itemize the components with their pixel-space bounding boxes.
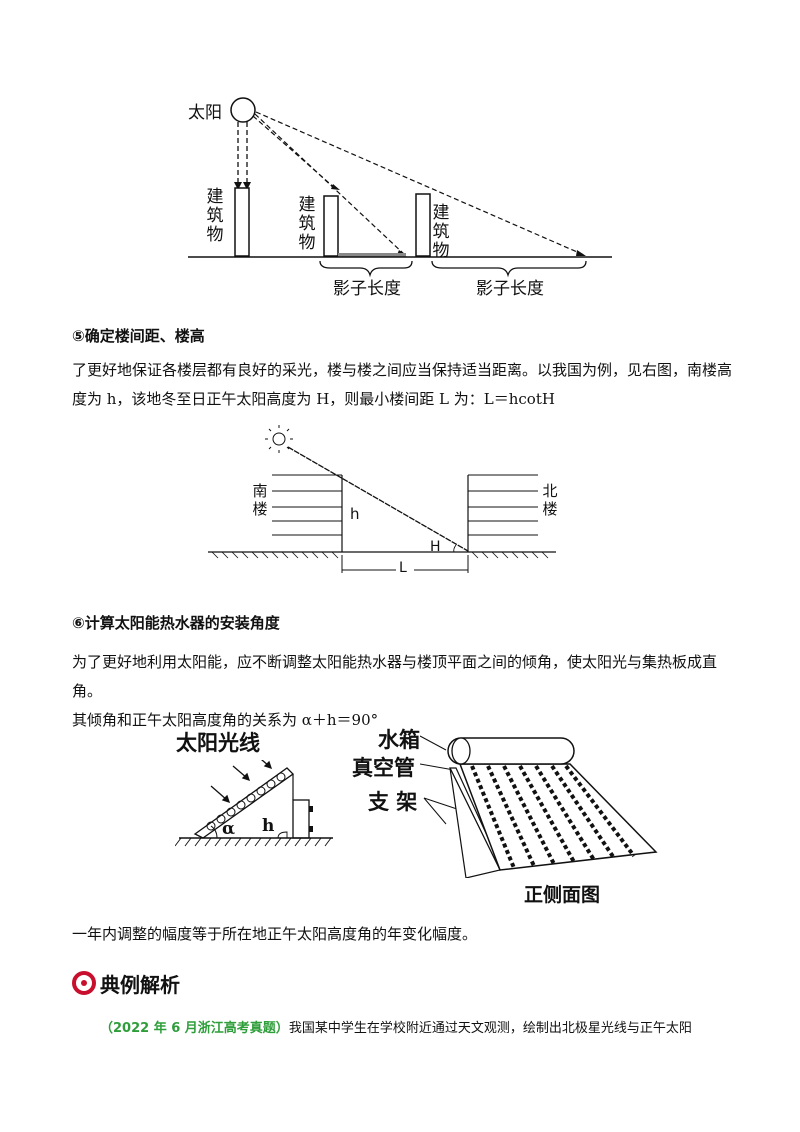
- alpha-label: α: [222, 819, 236, 839]
- shadow-diagram: [188, 97, 612, 278]
- tilt-h-label: h: [262, 816, 275, 836]
- example-text: 我国某中学生在学校附近通过天文观测，绘制出北极星光线与正午太阳: [288, 1021, 692, 1036]
- tank-label: 水箱: [378, 727, 420, 752]
- sunlight-label: 太阳光线: [176, 730, 260, 755]
- building-label-2: 建筑物: [298, 195, 316, 253]
- section6-paragraph: 为了更好地利用太阳能，应不断调整太阳能热水器与楼顶平面之间的倾角，使太阳光与集热…: [72, 648, 732, 735]
- closing-paragraph: 一年内调整的幅度等于所在地正午太阳高度角的年变化幅度。: [72, 925, 478, 943]
- example-body: （2022 年 6 月浙江高考真题）我国某中学生在学校附近通过天文观测，绘制出北…: [100, 1017, 740, 1036]
- sun-icon: [265, 425, 293, 453]
- north-building-label: 北楼: [542, 482, 558, 518]
- south-building-label: 南楼: [252, 482, 268, 518]
- example-source: （2022 年 6 月浙江高考真题）: [100, 1021, 289, 1036]
- shadow-label-2: 影子长度: [476, 279, 544, 299]
- spacing-diagram: [208, 425, 556, 573]
- H-label: H: [430, 539, 441, 555]
- section5-paragraph: 了更好地保证各楼层都有良好的采光，楼与楼之间应当保持适当距离。以我国为例，见右图…: [72, 356, 732, 414]
- sun-label: 太阳: [188, 103, 222, 123]
- tilt-diagram: [175, 760, 333, 847]
- h-label: h: [350, 505, 360, 523]
- section6-line2: 其倾角和正午太阳高度角的关系为 α＋h＝90°: [72, 711, 379, 729]
- section6-heading: ⑥计算太阳能热水器的安装角度: [72, 614, 280, 632]
- section5-heading: ⑤确定楼间距、楼高: [72, 327, 205, 345]
- building-label-1: 建筑物: [206, 187, 224, 245]
- building-label-3: 建筑物: [432, 203, 450, 261]
- tube-label: 真空管: [352, 755, 415, 780]
- section6-line1: 为了更好地利用太阳能，应不断调整太阳能热水器与楼顶平面之间的倾角，使太阳光与集热…: [72, 653, 718, 700]
- target-icon: [72, 971, 96, 995]
- sun-icon: [230, 97, 256, 123]
- section5-line1: 了更好地保证各楼层都有良好的采光，楼与楼之间应当保持适当距离。以我国为例，见右图…: [72, 361, 733, 379]
- side-view-label: 正侧面图: [524, 884, 601, 906]
- frame-label: 支 架: [368, 789, 418, 814]
- example-heading: 典例解析: [72, 966, 180, 1000]
- L-label: L: [399, 560, 407, 576]
- section5-line2: 度为 h，该地冬至日正午太阳高度为 H，则最小楼间距 L 为：L＝hcotH: [72, 390, 555, 408]
- shadow-label-1: 影子长度: [333, 279, 401, 299]
- heater-perspective: [420, 735, 658, 878]
- example-title: 典例解析: [100, 972, 180, 997]
